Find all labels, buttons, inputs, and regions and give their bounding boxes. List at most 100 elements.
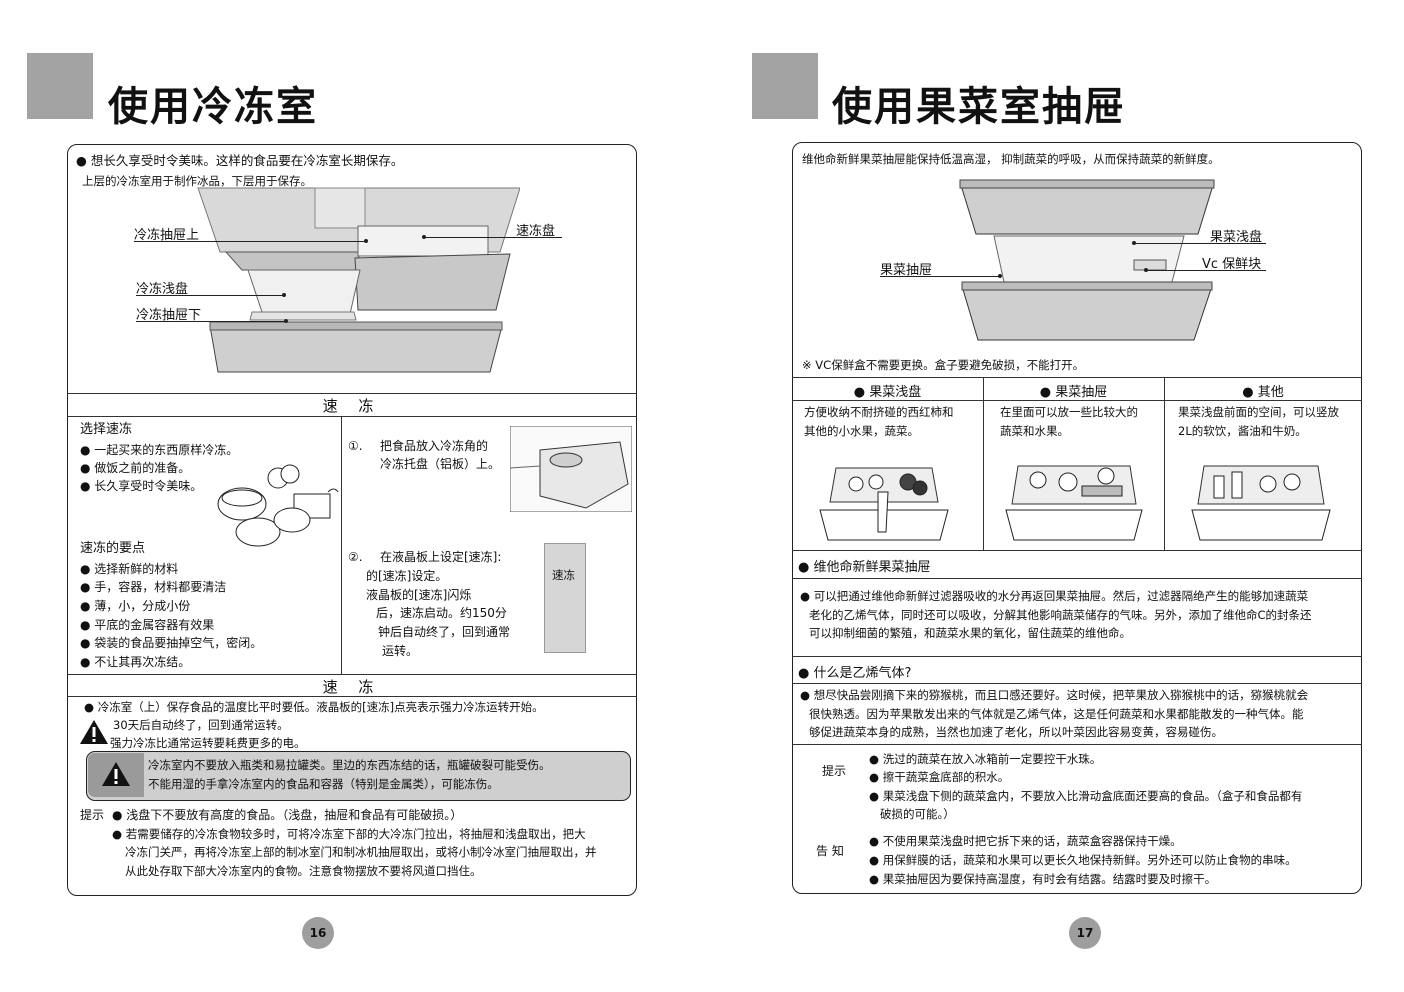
leader-dot <box>284 319 288 323</box>
shallow-tray-drawer-illustration <box>819 467 949 541</box>
leader-line <box>136 295 284 296</box>
vitamin-drawer-title: ● 维他命新鲜果菜抽屉 <box>798 560 931 575</box>
step2-text: 在液晶板上设定[速冻]: <box>380 550 502 564</box>
column-head: ● 果菜抽屉 <box>1039 385 1108 400</box>
vc-note: ※ VC保鲜盒不需要更换。盒子要避免破损，不能打开。 <box>802 358 1085 372</box>
divider <box>792 744 1362 745</box>
ethylene-text: 很快熟透。因为苹果散发出来的气体就是乙烯气体，这是任何蔬菜和水果都能散发的一种气… <box>809 707 1304 721</box>
page-title: 使用冷冻室 <box>108 84 318 130</box>
intro-text: 维他命新鲜果菜抽屉能保持低温高湿， 抑制蔬菜的呼吸，从而保持蔬菜的新鲜度。 <box>802 152 1220 166</box>
tip-text: ● 洗过的蔬菜在放入冰箱前一定要控干水珠。 <box>869 752 1102 766</box>
column-text: 在里面可以放一些比较大的 <box>1000 405 1138 419</box>
callout-vc-block: Vc 保鲜块 <box>1202 257 1262 272</box>
column-head: ● 其他 <box>1242 385 1284 400</box>
divider <box>792 550 1362 551</box>
page-tab-marker <box>27 53 93 119</box>
notice-text: ● 果菜抽屉因为要保持高湿度，有时会有结露。结露时要及时擦干。 <box>869 872 1217 886</box>
callout-lower-drawer: 冷冻抽屉下 <box>136 308 202 323</box>
freeze-point: ● 手，容器，材料都要清洁 <box>80 580 227 594</box>
notice-label: 告 知 <box>816 844 844 858</box>
lcd-panel <box>544 543 586 653</box>
leader-line <box>880 276 1000 277</box>
freezer-illustration <box>197 187 520 373</box>
section-title-quick-freeze: 速 冻 <box>322 397 382 415</box>
leader-line <box>424 237 562 238</box>
vitamin-text: 老化的乙烯气体，同时还可以吸收，分解其他影响蔬菜储存的气味。另外，添加了维他命C… <box>809 608 1312 622</box>
select-item: ● 做饭之前的准备。 <box>80 461 191 475</box>
step2-text: 运转。 <box>382 644 419 658</box>
divider <box>67 674 637 675</box>
tip-text: 从此处存取下部大冷冻室内的食物。注意食物摆放不要将风道口挡住。 <box>125 864 482 878</box>
divider <box>792 578 1362 579</box>
tip-text: ● 浅盘下不要放有高度的食品。（浅盘，抽屉和食品有可能破损。） <box>112 808 463 822</box>
step1-text: 把食品放入冷冻角的 <box>380 439 489 453</box>
warning-text: 30天后自动终了，回到通常运转。 <box>113 718 289 732</box>
divider <box>792 683 1362 684</box>
column-text: 蔬菜和水果。 <box>1000 424 1069 438</box>
warning-text: 强力冷冻比通常运转要耗费更多的电。 <box>110 736 306 750</box>
freezer-panel <box>67 144 637 896</box>
warning-icon <box>80 720 108 744</box>
freeze-point: ● 薄，小，分成小份 <box>80 599 191 613</box>
tip-text: ● 擦干蔬菜盒底部的积水。 <box>869 770 1010 784</box>
caution-text: 冷冻室内不要放入瓶类和易拉罐类。里边的东西冻结的话，瓶罐破裂可能受伤。 <box>148 758 551 772</box>
freeze-point: ● 袋装的食品要抽掉空气，密闭。 <box>80 636 263 650</box>
leader-dot <box>1132 241 1136 245</box>
step2-text: 钟后自动终了，回到通常 <box>378 625 511 639</box>
step2-text: 的[速冻]设定。 <box>366 569 448 583</box>
step2-text: 液晶板的[速冻]闪烁 <box>366 588 472 602</box>
tip-label: 提示 <box>80 808 105 822</box>
select-quick-freeze-title: 选择速冻 <box>80 422 133 437</box>
leader-dot <box>364 239 368 243</box>
leader-line <box>1146 270 1266 271</box>
callout-quick-tray: 速冻盘 <box>516 224 556 239</box>
freezer-tray-illustration <box>510 426 632 512</box>
vitamin-text: ● 可以把通过维他命新鲜过滤器吸收的水分再返回果菜抽屉。然后，过滤器隔绝产生的能… <box>800 589 1309 603</box>
tip-text: 破损的可能。） <box>880 807 955 821</box>
ethylene-text: 够促进蔬菜本身的成熟，当然也加速了老化，所以叶菜因此容易变黄，容易碰伤。 <box>809 725 1223 739</box>
select-item: ● 一起买来的东西原样冷冻。 <box>80 443 239 457</box>
notice-text: ● 不使用果菜浅盘时把它拆下来的话，蔬菜盒容器保持干燥。 <box>869 834 1182 848</box>
divider <box>1164 377 1165 550</box>
tip-label: 提示 <box>822 764 847 778</box>
divider <box>792 656 1362 657</box>
divider <box>67 696 637 697</box>
step-number: ①. <box>348 439 363 453</box>
column-head: ● 果菜浅盘 <box>853 385 922 400</box>
tip-text: ● 果菜浅盘下侧的蔬菜盒内，不要放入比滑动盒底面还要高的食品。（盒子和食品都有 <box>869 789 1303 803</box>
intro-subtext: 上层的冷冻室用于制作冰品，下层用于保存。 <box>82 174 312 188</box>
leader-line <box>136 321 286 322</box>
leader-dot <box>282 293 286 297</box>
leader-dot <box>1144 268 1148 272</box>
step1-text: 冷冻托盘（铝板）上。 <box>380 457 501 471</box>
page-tab-marker <box>752 53 818 119</box>
divider <box>67 416 637 417</box>
column-text: 2L的软饮，酱油和牛奶。 <box>1178 424 1307 438</box>
leader-line <box>134 241 366 242</box>
page-title: 使用果菜室抽屉 <box>832 84 1126 130</box>
callout-shallow-tray: 冷冻浅盘 <box>136 282 189 297</box>
tip-text: 冷冻门关严，再将冷冻室上部的制冰室门和制冰机抽屉取出，或将小制冷冰室门抽屉取出，… <box>125 845 597 859</box>
step2-text: 后，速冻启动。约150分 <box>376 606 507 620</box>
select-item: ● 长久享受时令美味。 <box>80 479 203 493</box>
other-space-illustration <box>1191 465 1331 541</box>
divider <box>792 377 1362 378</box>
leader-dot <box>998 274 1002 278</box>
ethylene-text: ● 想尽快品尝刚摘下来的猕猴桃，而且口感还要好。这时候，把苹果放入猕猴桃中的话，… <box>800 688 1309 702</box>
notice-text: ● 用保鲜膜的话，蔬菜和水果可以更长久地保持新鲜。另外还可以防止食物的串味。 <box>869 853 1297 867</box>
divider <box>792 400 1362 401</box>
ethylene-title: ● 什么是乙烯气体? <box>798 666 912 681</box>
page-number: 16 <box>302 917 334 949</box>
vitamin-text: 可以抑制细菌的繁殖，和蔬菜水果的氧化，留住蔬菜的维他命。 <box>809 626 1131 640</box>
vegetable-panel <box>792 142 1362 894</box>
column-text: 其他的小水果，蔬菜。 <box>804 424 919 438</box>
freeze-point: ● 选择新鲜的材料 <box>80 562 179 576</box>
tip-text: ● 若需要储存的冷冻食物较多时，可将冷冻室下部的大冷冻门拉出，将抽屉和浅盘取出，… <box>112 827 586 841</box>
section-title-quick-freeze-2: 速 冻 <box>322 678 382 696</box>
food-illustration <box>217 464 339 547</box>
crisper-drawer-illustration <box>1005 465 1143 541</box>
freeze-points-title: 速冻的要点 <box>80 541 146 556</box>
divider <box>983 377 984 550</box>
leader-dot <box>422 235 426 239</box>
callout-drawer: 果菜抽屉 <box>880 263 933 278</box>
